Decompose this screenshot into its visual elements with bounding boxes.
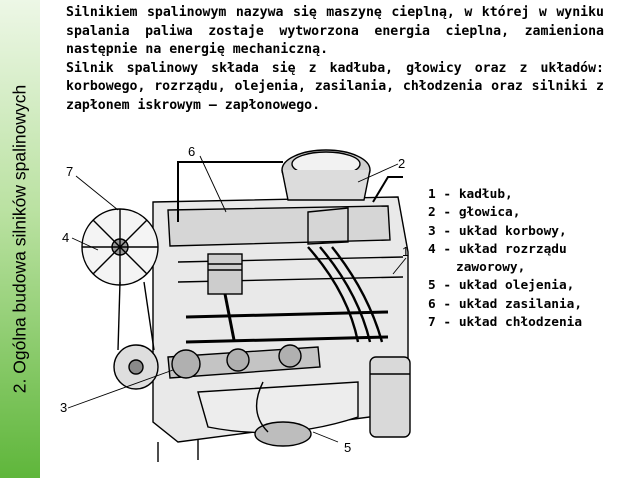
callout-number: 6 <box>188 144 195 159</box>
callout-number: 7 <box>66 164 73 179</box>
intro-paragraph-2: Silnik spalinowy składa się z kadłuba, g… <box>66 60 604 113</box>
legend-item: 4 - układ rozrządu <box>428 241 567 257</box>
callout-number: 3 <box>60 400 67 415</box>
callout-number: 5 <box>344 440 351 455</box>
legend-item: 7 - układ chłodzenia <box>428 315 583 331</box>
callout-leader-lines <box>67 155 407 443</box>
engine-block-drawing <box>81 149 411 462</box>
intro-text: Silnikiem spalinowym nazywa się maszynę … <box>66 4 604 115</box>
legend-item: 2 - głowica, <box>428 205 521 221</box>
callout-number: 2 <box>398 156 405 171</box>
callout-number: 4 <box>62 230 69 245</box>
slide-section-title: 2. Ogólna budowa silników spalinowych <box>9 84 30 394</box>
legend-item: 3 - układ korbowy, <box>428 223 567 239</box>
sidebar-band: 2. Ogólna budowa silników spalinowych <box>0 0 40 478</box>
engine-cutaway-illustration: 6 2 7 4 1 3 5 <box>60 144 411 462</box>
legend-item: 1 - kadłub, <box>428 187 513 202</box>
legend-item: 5 - układ olejenia, <box>428 278 575 294</box>
callout-number: 1 <box>402 244 409 259</box>
legend-item: 6 - układ zasilania, <box>428 296 583 312</box>
legend-item-continuation: zaworowy, <box>456 260 526 276</box>
intro-paragraph-1: Silnikiem spalinowym nazywa się maszynę … <box>66 5 604 57</box>
component-legend: 1 - kadłub, 2 - głowica, 3 - układ korbo… <box>428 186 582 332</box>
